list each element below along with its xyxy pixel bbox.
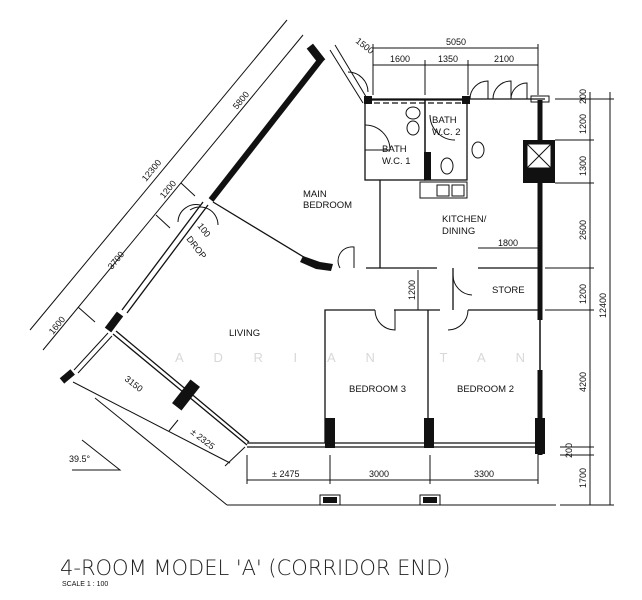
dim-right-6: 4200: [578, 372, 588, 392]
label-kitchen: KITCHEN/: [442, 214, 487, 225]
walls: [59, 43, 556, 506]
dim-right-5: 1200: [578, 284, 588, 304]
dim-angle: 39.5°: [69, 454, 91, 464]
dim-bottom-3: 3300: [474, 469, 494, 479]
dim-right-8: 1700: [578, 468, 588, 488]
dimension-lines: [29, 19, 614, 506]
label-bath-2: BATH: [432, 115, 457, 126]
label-bath-1-wc: W.C. 1: [382, 156, 411, 167]
dim-top-3: 2100: [494, 54, 514, 64]
label-bath-2-wc: W.C. 2: [432, 127, 461, 138]
plan-scale: SCALE 1 : 100: [62, 581, 108, 588]
dim-right-2: 1200: [578, 114, 588, 134]
dim-left-1: 5800: [231, 89, 251, 111]
dim-top-2: 1350: [438, 54, 458, 64]
plan-title: 4-ROOM MODEL 'A' (CORRIDOR END): [60, 556, 451, 580]
dim-corridor-1200: 1200: [407, 280, 417, 300]
label-living: LIVING: [229, 328, 260, 339]
label-bedroom-2: BEDROOM 2: [457, 384, 514, 395]
dim-lower-2: ± 2325: [189, 427, 217, 452]
dim-right-4: 2600: [578, 220, 588, 240]
dim-right-1: 200: [578, 89, 588, 104]
dim-bottom-1: ± 2475: [272, 469, 299, 479]
dim-lower-1: 3150: [123, 374, 145, 394]
dim-right-3: 1300: [578, 156, 588, 176]
watermark: A D R I A N T A N: [175, 350, 525, 365]
dim-right-total: 12400: [598, 293, 608, 318]
dim-top-total: 5050: [446, 37, 466, 47]
label-bath-1: BATH: [382, 144, 407, 155]
dim-right-7: 200: [564, 443, 574, 458]
dim-left-total: 12300: [140, 158, 164, 184]
label-drop-100: 100: [195, 221, 212, 239]
dim-kitchen-1800: 1800: [498, 238, 518, 248]
label-main-bedroom-2: BEDROOM: [303, 200, 352, 211]
dim-top-door: 1500: [354, 36, 376, 56]
dim-bottom-2: 3000: [369, 469, 389, 479]
label-bedroom-3: BEDROOM 3: [349, 384, 406, 395]
dim-left-4: 1600: [47, 314, 67, 336]
dim-top-1: 1600: [390, 54, 410, 64]
label-dining: DINING: [442, 226, 475, 237]
label-store: STORE: [492, 285, 525, 296]
label-main-bedroom: MAIN: [303, 189, 327, 200]
